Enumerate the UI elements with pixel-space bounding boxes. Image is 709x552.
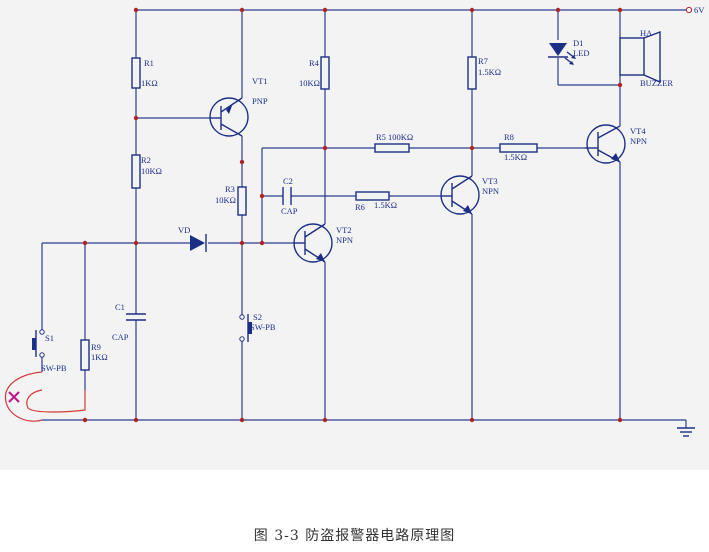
r4-value: 10KΩ: [299, 78, 320, 88]
vt1-type: PNP: [252, 96, 268, 106]
vt2-type: NPN: [336, 235, 353, 245]
r2-value: 10KΩ: [141, 166, 162, 176]
r8-value: 1.5KΩ: [504, 152, 527, 162]
s2-name: S2: [253, 312, 262, 322]
resistor-r5: R5 100KΩ: [374, 132, 413, 153]
r3-value: 10KΩ: [215, 195, 236, 205]
r7-name: R7: [478, 56, 488, 66]
vt2-name: VT2: [336, 225, 352, 235]
r9-value: 1KΩ: [91, 352, 108, 362]
circuit-schematic: 6V R1 1KΩ R2 10KΩ R3 10KΩ: [4, 5, 705, 437]
vt3-type: NPN: [482, 186, 499, 196]
switch-s1: S1 SW-PB: [32, 329, 67, 373]
resistor-r1: R1 1KΩ: [131, 57, 158, 89]
transistor-vt4: VT4 NPN: [585, 124, 647, 164]
ha-name: HA: [640, 28, 653, 38]
r6-name: R6: [355, 202, 365, 212]
c2-name: C2: [283, 176, 293, 186]
c1-value: CAP: [112, 332, 129, 342]
vt3-name: VT3: [482, 176, 498, 186]
vt1-name: VT1: [252, 76, 268, 86]
resistor-r6: R6 1.5KΩ: [355, 191, 397, 212]
r9-name: R9: [91, 342, 101, 352]
junction-dots: [82, 7, 623, 423]
r1-name: R1: [144, 58, 154, 68]
supply-label: 6V: [694, 5, 705, 15]
capacitor-c2: C2 CAP: [281, 176, 298, 216]
c2-value: CAP: [281, 206, 298, 216]
ha-value: BUZZER: [640, 78, 673, 88]
r4-name: R4: [309, 58, 320, 68]
r5-name: R5: [376, 132, 386, 142]
s2-value: SW-PB: [250, 322, 276, 332]
r1-value: 1KΩ: [141, 78, 158, 88]
d1-value: LED: [573, 48, 590, 58]
resistor-r3: R3 10KΩ: [215, 184, 247, 216]
guard-loop: [4, 371, 86, 422]
supply-terminal: 6V: [685, 5, 705, 15]
vt4-type: NPN: [630, 136, 647, 146]
resistor-r9: R9 1KΩ: [80, 339, 108, 371]
s1-value: SW-PB: [41, 363, 67, 373]
vd-name: VD: [178, 225, 190, 235]
wiring: [41, 9, 687, 428]
led-d1: D1 LED: [548, 38, 590, 65]
ground-symbol: [677, 427, 695, 437]
break-mark-icon: [8, 391, 20, 403]
c1-name: C1: [115, 302, 125, 312]
schematic-panel: 6V R1 1KΩ R2 10KΩ R3 10KΩ: [0, 0, 709, 470]
r2-name: R2: [141, 155, 151, 165]
figure-caption: 图 3-3 防盗报警器电路原理图: [253, 528, 456, 544]
transistor-vt2: VT2 NPN: [293, 223, 353, 263]
resistor-r2: R2 10KΩ: [131, 154, 162, 189]
resistor-r8: R8 1.5KΩ: [499, 132, 538, 162]
transistor-vt1: VT1 PNP: [209, 76, 268, 137]
r6-value: 1.5KΩ: [374, 200, 397, 210]
capacitor-c1: C1 CAP: [112, 302, 146, 342]
vt4-name: VT4: [630, 126, 646, 136]
resistor-r4: R4 10KΩ: [299, 56, 330, 90]
r7-value: 1.5KΩ: [478, 67, 501, 77]
switch-s2: S2 SW-PB: [239, 312, 276, 342]
transistor-vt3: VT3 NPN: [440, 175, 499, 215]
r8-name: R8: [504, 132, 514, 142]
r5-value: 100KΩ: [388, 132, 413, 142]
resistor-r7: R7 1.5KΩ: [467, 56, 501, 90]
buzzer-ha: HA BUZZER: [619, 28, 673, 88]
s1-name: S1: [45, 333, 54, 343]
d1-name: D1: [573, 38, 583, 48]
r3-name: R3: [225, 184, 235, 194]
diode-vd: VD: [178, 225, 207, 252]
